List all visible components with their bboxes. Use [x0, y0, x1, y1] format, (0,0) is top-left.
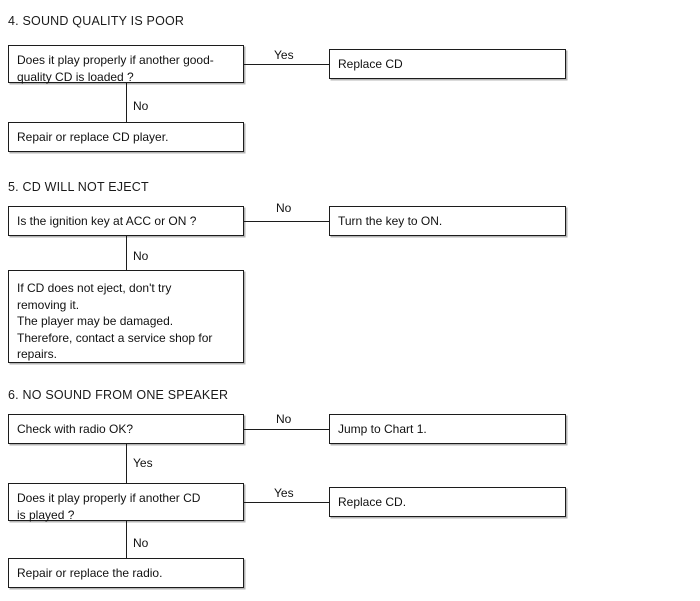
node-cd-not-eject-advice-label: If CD does not eject, don't try removing…	[17, 281, 213, 361]
edge-section6-q2-no-line	[126, 521, 127, 558]
node-sound-quality-question-label: Does it play properly if another good- q…	[17, 53, 214, 84]
edge-label-section5-no-down: No	[133, 249, 149, 263]
node-turn-key-to-on-label: Turn the key to ON.	[338, 213, 443, 228]
node-replace-cd-2-label: Replace CD.	[338, 494, 407, 509]
edge-label-section4-yes: Yes	[274, 48, 294, 62]
node-replace-cd-2[interactable]: Replace CD.	[329, 487, 566, 517]
edge-section4-no-line	[126, 83, 127, 122]
node-ignition-key-question-label: Is the ignition key at ACC or ON ?	[17, 213, 197, 228]
node-repair-replace-radio[interactable]: Repair or replace the radio.	[8, 558, 244, 588]
node-repair-replace-radio-label: Repair or replace the radio.	[17, 565, 163, 580]
edge-label-section4-no: No	[133, 99, 149, 113]
edge-section6-q1-yes-line	[126, 444, 127, 483]
edge-label-section5-no-right: No	[276, 201, 292, 215]
node-another-cd-question-label: Does it play properly if another CD is p…	[17, 491, 201, 522]
node-jump-to-chart-1-label: Jump to Chart 1.	[338, 421, 427, 436]
node-cd-not-eject-advice[interactable]: If CD does not eject, don't try removing…	[8, 270, 244, 363]
node-ignition-key-question[interactable]: Is the ignition key at ACC or ON ?	[8, 206, 244, 236]
node-another-cd-question[interactable]: Does it play properly if another CD is p…	[8, 483, 244, 522]
edge-label-section6-q1-yes: Yes	[133, 456, 153, 470]
node-turn-key-to-on[interactable]: Turn the key to ON.	[329, 206, 566, 236]
node-check-with-radio-question-label: Check with radio OK?	[17, 421, 134, 436]
section-title-4: 4. SOUND QUALITY IS POOR	[8, 14, 185, 28]
node-replace-cd-label: Replace CD	[338, 56, 403, 71]
edge-section5-no-right-line	[244, 221, 329, 222]
section-title-5: 5. CD WILL NOT EJECT	[8, 180, 149, 194]
node-sound-quality-question[interactable]: Does it play properly if another good- q…	[8, 45, 244, 84]
node-check-with-radio-question[interactable]: Check with radio OK?	[8, 414, 244, 444]
node-replace-cd[interactable]: Replace CD	[329, 49, 566, 79]
edge-label-section6-q2-yes: Yes	[274, 486, 294, 500]
edge-section6-q1-no-line	[244, 429, 329, 430]
node-repair-replace-cd-player[interactable]: Repair or replace CD player.	[8, 122, 244, 152]
node-repair-replace-cd-player-label: Repair or replace CD player.	[17, 129, 169, 144]
edge-section4-yes-line	[244, 64, 329, 65]
edge-label-section6-q1-no: No	[276, 412, 292, 426]
edge-section6-q2-yes-line	[244, 502, 329, 503]
edge-section5-no-down-line	[126, 236, 127, 270]
node-jump-to-chart-1[interactable]: Jump to Chart 1.	[329, 414, 566, 444]
section-title-6: 6. NO SOUND FROM ONE SPEAKER	[8, 388, 229, 402]
edge-label-section6-q2-no: No	[133, 536, 149, 550]
